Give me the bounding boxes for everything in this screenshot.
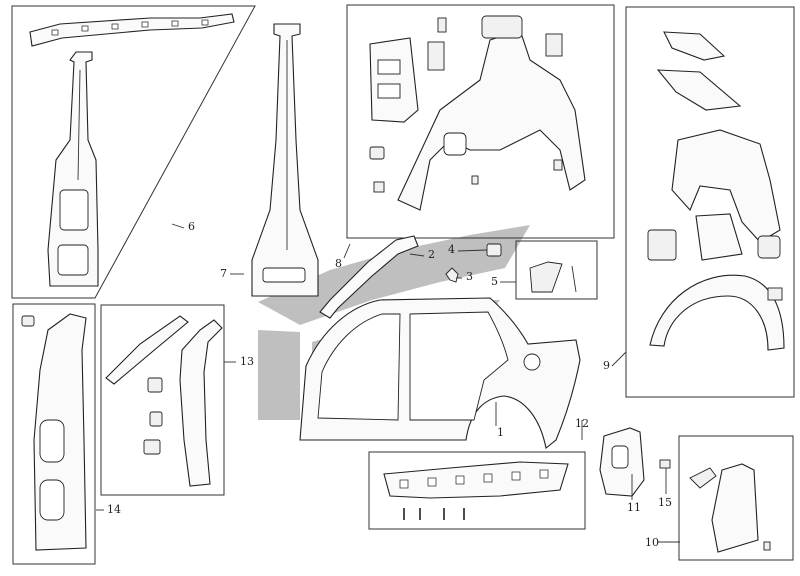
group-box-14 xyxy=(12,303,96,565)
part-b-pillar-inner xyxy=(47,51,99,287)
part-rear-bracket-11 xyxy=(599,427,645,497)
part-sill-reinforcement-12 xyxy=(383,461,569,520)
part-a-pillar-lower-13 xyxy=(179,319,223,487)
callout-7: 7 xyxy=(220,267,227,280)
leader-lines xyxy=(96,223,680,543)
callout-10: 10 xyxy=(645,536,659,549)
callout-3: 3 xyxy=(466,270,473,283)
part-a-pillar-upper-13 xyxy=(105,315,189,385)
callout-14: 14 xyxy=(107,503,121,516)
group-box-5 xyxy=(515,240,598,300)
part-b-pillar-outer xyxy=(251,23,319,297)
part-rear-inner-bracket xyxy=(369,37,419,123)
callout-13: 13 xyxy=(240,355,254,368)
callout-5: 5 xyxy=(491,275,498,288)
callout-1: 1 xyxy=(497,426,504,439)
part-roof-rail xyxy=(29,13,235,47)
callout-9: 9 xyxy=(603,359,610,372)
callout-15: 15 xyxy=(658,496,672,509)
part-a-pillar-reinforcement-2 xyxy=(319,235,419,319)
callout-12: 12 xyxy=(575,417,589,430)
group-box-9 xyxy=(625,6,795,398)
part-a-pillar-inner-14 xyxy=(21,313,87,551)
part-bracket-4 xyxy=(486,243,502,257)
part-clip-15 xyxy=(659,459,671,469)
part-small-brackets-13 xyxy=(143,377,163,455)
group-box-10 xyxy=(678,435,794,561)
group-box-13 xyxy=(100,304,225,496)
part-wheelhouse-inner-group-9 xyxy=(647,31,785,351)
callout-8: 8 xyxy=(335,257,342,270)
callout-6: 6 xyxy=(188,220,195,233)
callout-11: 11 xyxy=(627,501,641,514)
callout-2: 2 xyxy=(428,248,435,261)
group-box-8 xyxy=(346,4,615,239)
part-rear-inner-panel-assembly xyxy=(397,15,586,211)
part-body-side-outer-1 xyxy=(299,297,581,449)
callout-4: 4 xyxy=(448,243,455,256)
part-plate-5 xyxy=(529,261,577,293)
part-rear-quarter-inner-10 xyxy=(689,463,771,553)
group-box-6 xyxy=(11,5,256,299)
part-small-brackets-group-8 xyxy=(369,17,563,193)
group-box-12 xyxy=(368,451,586,530)
